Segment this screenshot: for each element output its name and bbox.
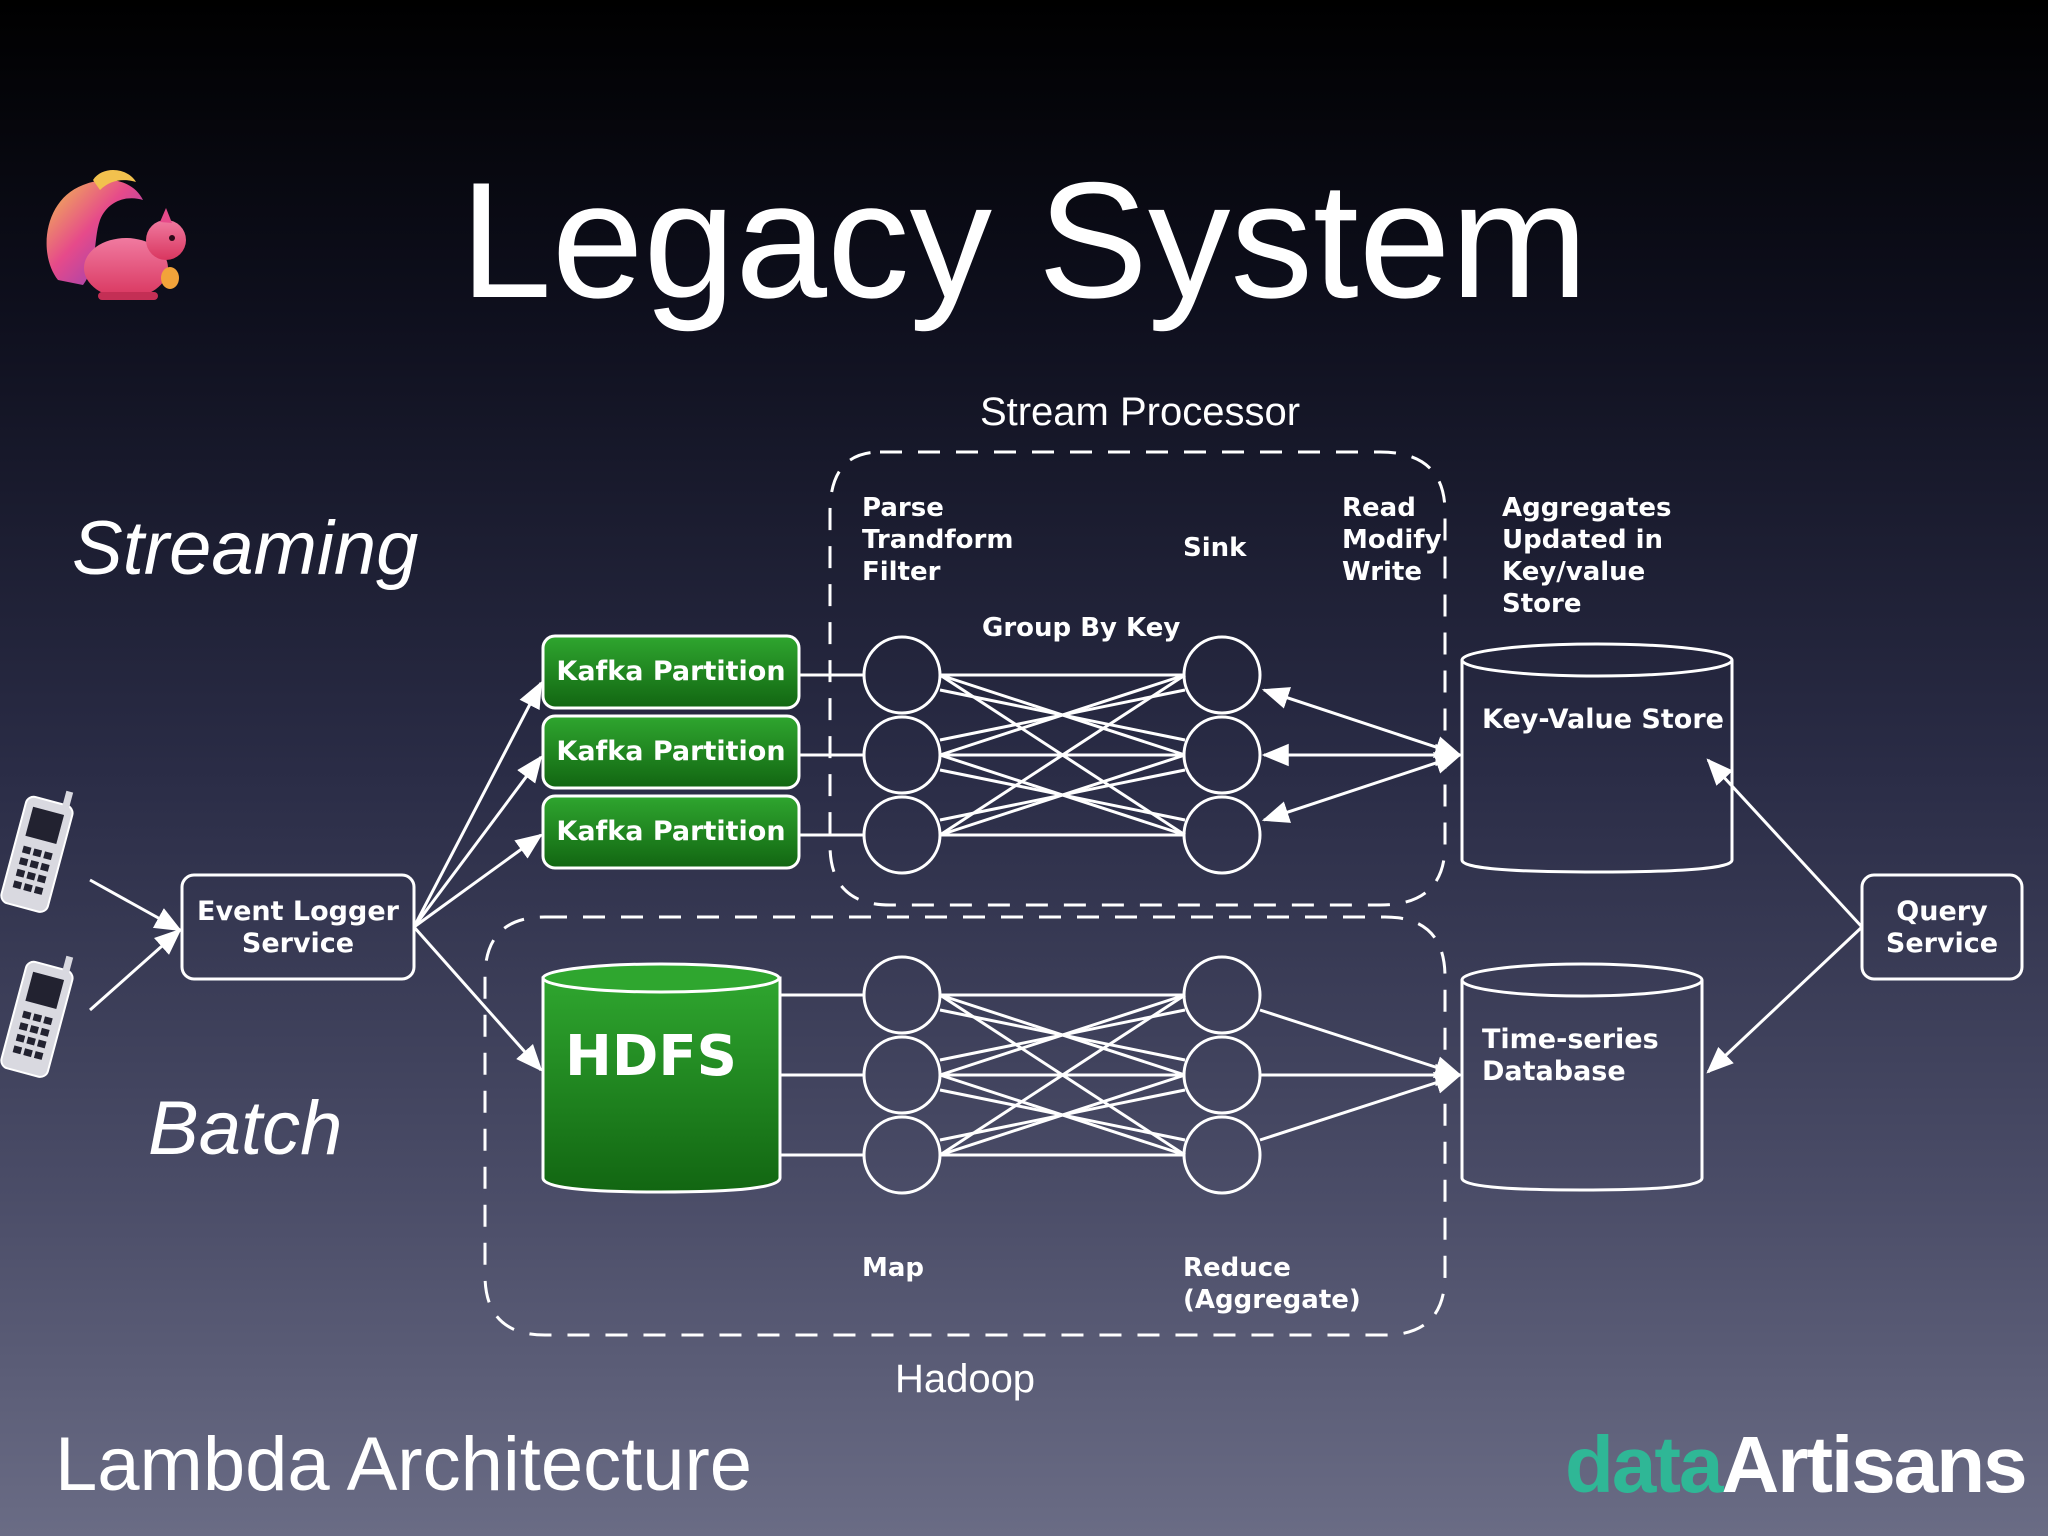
svg-text:Service: Service <box>242 928 354 959</box>
stream-source-nodes <box>862 635 942 875</box>
reduce-label: Reduce (Aggregate) <box>1183 1253 1361 1315</box>
phone-icon-1 <box>0 790 74 913</box>
map-nodes <box>862 955 942 1195</box>
brand-part-2: Artisans <box>1721 1420 2028 1509</box>
phone-to-logger-arrows <box>89 878 182 1012</box>
streaming-label: Streaming <box>72 506 419 591</box>
stage-aggregates-label: Aggregates Updated in Key/value Store <box>1502 493 1672 619</box>
brand-part-1: data <box>1565 1420 1723 1509</box>
svg-text:Query: Query <box>1896 896 1988 927</box>
hdfs-store: HDFS <box>541 962 782 1194</box>
query-service: Query Service <box>1860 873 2024 981</box>
slide-title: Legacy System <box>0 150 2048 330</box>
svg-text:Event Logger: Event Logger <box>197 896 400 927</box>
svg-text:Key/value: Key/value <box>1502 557 1645 587</box>
time-series-database: Time-series Database <box>1460 962 1704 1192</box>
stream-mesh-edges <box>939 673 1186 837</box>
kafka-to-stream-edges <box>799 673 864 837</box>
svg-text:Parse: Parse <box>862 493 944 523</box>
svg-text:Kafka Partition: Kafka Partition <box>556 816 785 847</box>
svg-text:Kafka Partition: Kafka Partition <box>556 656 785 687</box>
svg-text:Trandform: Trandform <box>862 525 1013 555</box>
query-arrows <box>1706 758 1864 1074</box>
event-logger-service: Event Logger Service <box>180 873 416 981</box>
svg-text:Key-Value Store: Key-Value Store <box>1482 704 1724 735</box>
svg-text:Time-series: Time-series <box>1482 1024 1659 1055</box>
svg-text:HDFS: HDFS <box>565 1024 737 1089</box>
batch-mesh-edges <box>780 993 1186 1157</box>
sink-kv-arrows <box>1261 687 1463 823</box>
stream-processor-boundary <box>828 450 1447 907</box>
squirrel-logo-icon <box>46 170 186 300</box>
svg-text:Read: Read <box>1342 493 1416 523</box>
hadoop-caption: Hadoop <box>895 1357 1035 1401</box>
svg-text:Filter: Filter <box>862 557 941 587</box>
svg-text:Updated in: Updated in <box>1502 525 1663 555</box>
svg-text:Store: Store <box>1502 589 1581 619</box>
group-by-key-label: Group By Key <box>982 613 1180 643</box>
kafka-partition-1: Kafka Partition <box>541 634 801 710</box>
stage-sink-label: Sink <box>1183 533 1247 563</box>
hadoop-boundary <box>483 915 1447 1337</box>
brand-logo: dataArtisans <box>1565 1420 2028 1510</box>
footer-text: Lambda Architecture <box>55 1422 753 1507</box>
stage-read-modify-write-label: Read Modify Write <box>1342 493 1442 587</box>
svg-text:Aggregates: Aggregates <box>1502 493 1672 523</box>
phone-icon-2 <box>0 955 74 1078</box>
reduce-tsdb-arrows <box>1259 1008 1463 1142</box>
stream-processor-caption: Stream Processor <box>980 390 1300 434</box>
kafka-partition-2: Kafka Partition <box>541 714 801 790</box>
map-label: Map <box>862 1253 924 1283</box>
slide-title-text: Legacy System <box>459 148 1588 332</box>
svg-text:(Aggregate): (Aggregate) <box>1183 1285 1361 1315</box>
svg-text:Kafka Partition: Kafka Partition <box>556 736 785 767</box>
reduce-nodes <box>1182 955 1262 1195</box>
svg-text:Service: Service <box>1886 928 1998 959</box>
logger-out-arrows <box>412 681 543 1072</box>
kafka-partition-3: Kafka Partition <box>541 794 801 870</box>
key-value-store: Key-Value Store <box>1460 642 1734 874</box>
svg-text:Database: Database <box>1482 1056 1626 1087</box>
batch-label: Batch <box>148 1086 343 1171</box>
svg-text:Reduce: Reduce <box>1183 1253 1291 1283</box>
stage-parse-label: Parse Trandform Filter <box>862 493 1013 587</box>
svg-text:Write: Write <box>1342 557 1422 587</box>
stream-sink-nodes <box>1182 635 1262 875</box>
svg-text:Modify: Modify <box>1342 525 1442 555</box>
